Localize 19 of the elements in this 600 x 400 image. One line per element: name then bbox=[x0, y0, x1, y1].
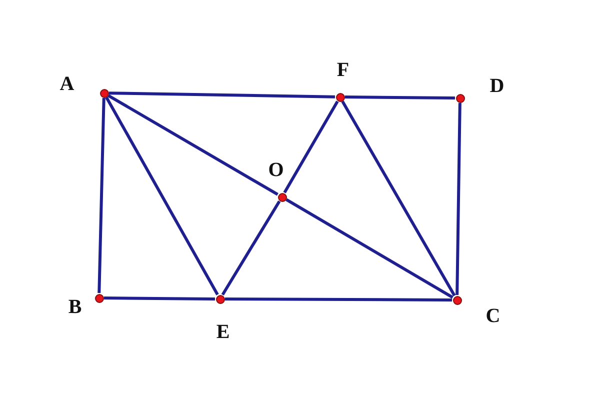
line-segment bbox=[104, 296, 216, 300]
line-segment bbox=[341, 100, 456, 296]
point-label: A bbox=[60, 74, 74, 94]
point-label: E bbox=[216, 322, 230, 342]
line-segment bbox=[108, 94, 278, 196]
line-segment bbox=[344, 96, 456, 100]
point-label: B bbox=[68, 297, 82, 317]
point-label: O bbox=[268, 160, 284, 180]
line-segment bbox=[286, 198, 454, 299]
point-label: C bbox=[486, 306, 500, 326]
point-label: D bbox=[490, 76, 504, 96]
line-segment bbox=[98, 98, 106, 294]
line-segment bbox=[283, 100, 339, 194]
line-segment bbox=[105, 96, 219, 296]
point-label: F bbox=[336, 60, 350, 80]
line-segment bbox=[108, 92, 336, 98]
line-segment bbox=[225, 298, 452, 302]
line-segment bbox=[456, 102, 462, 296]
line-segment bbox=[221, 200, 281, 296]
